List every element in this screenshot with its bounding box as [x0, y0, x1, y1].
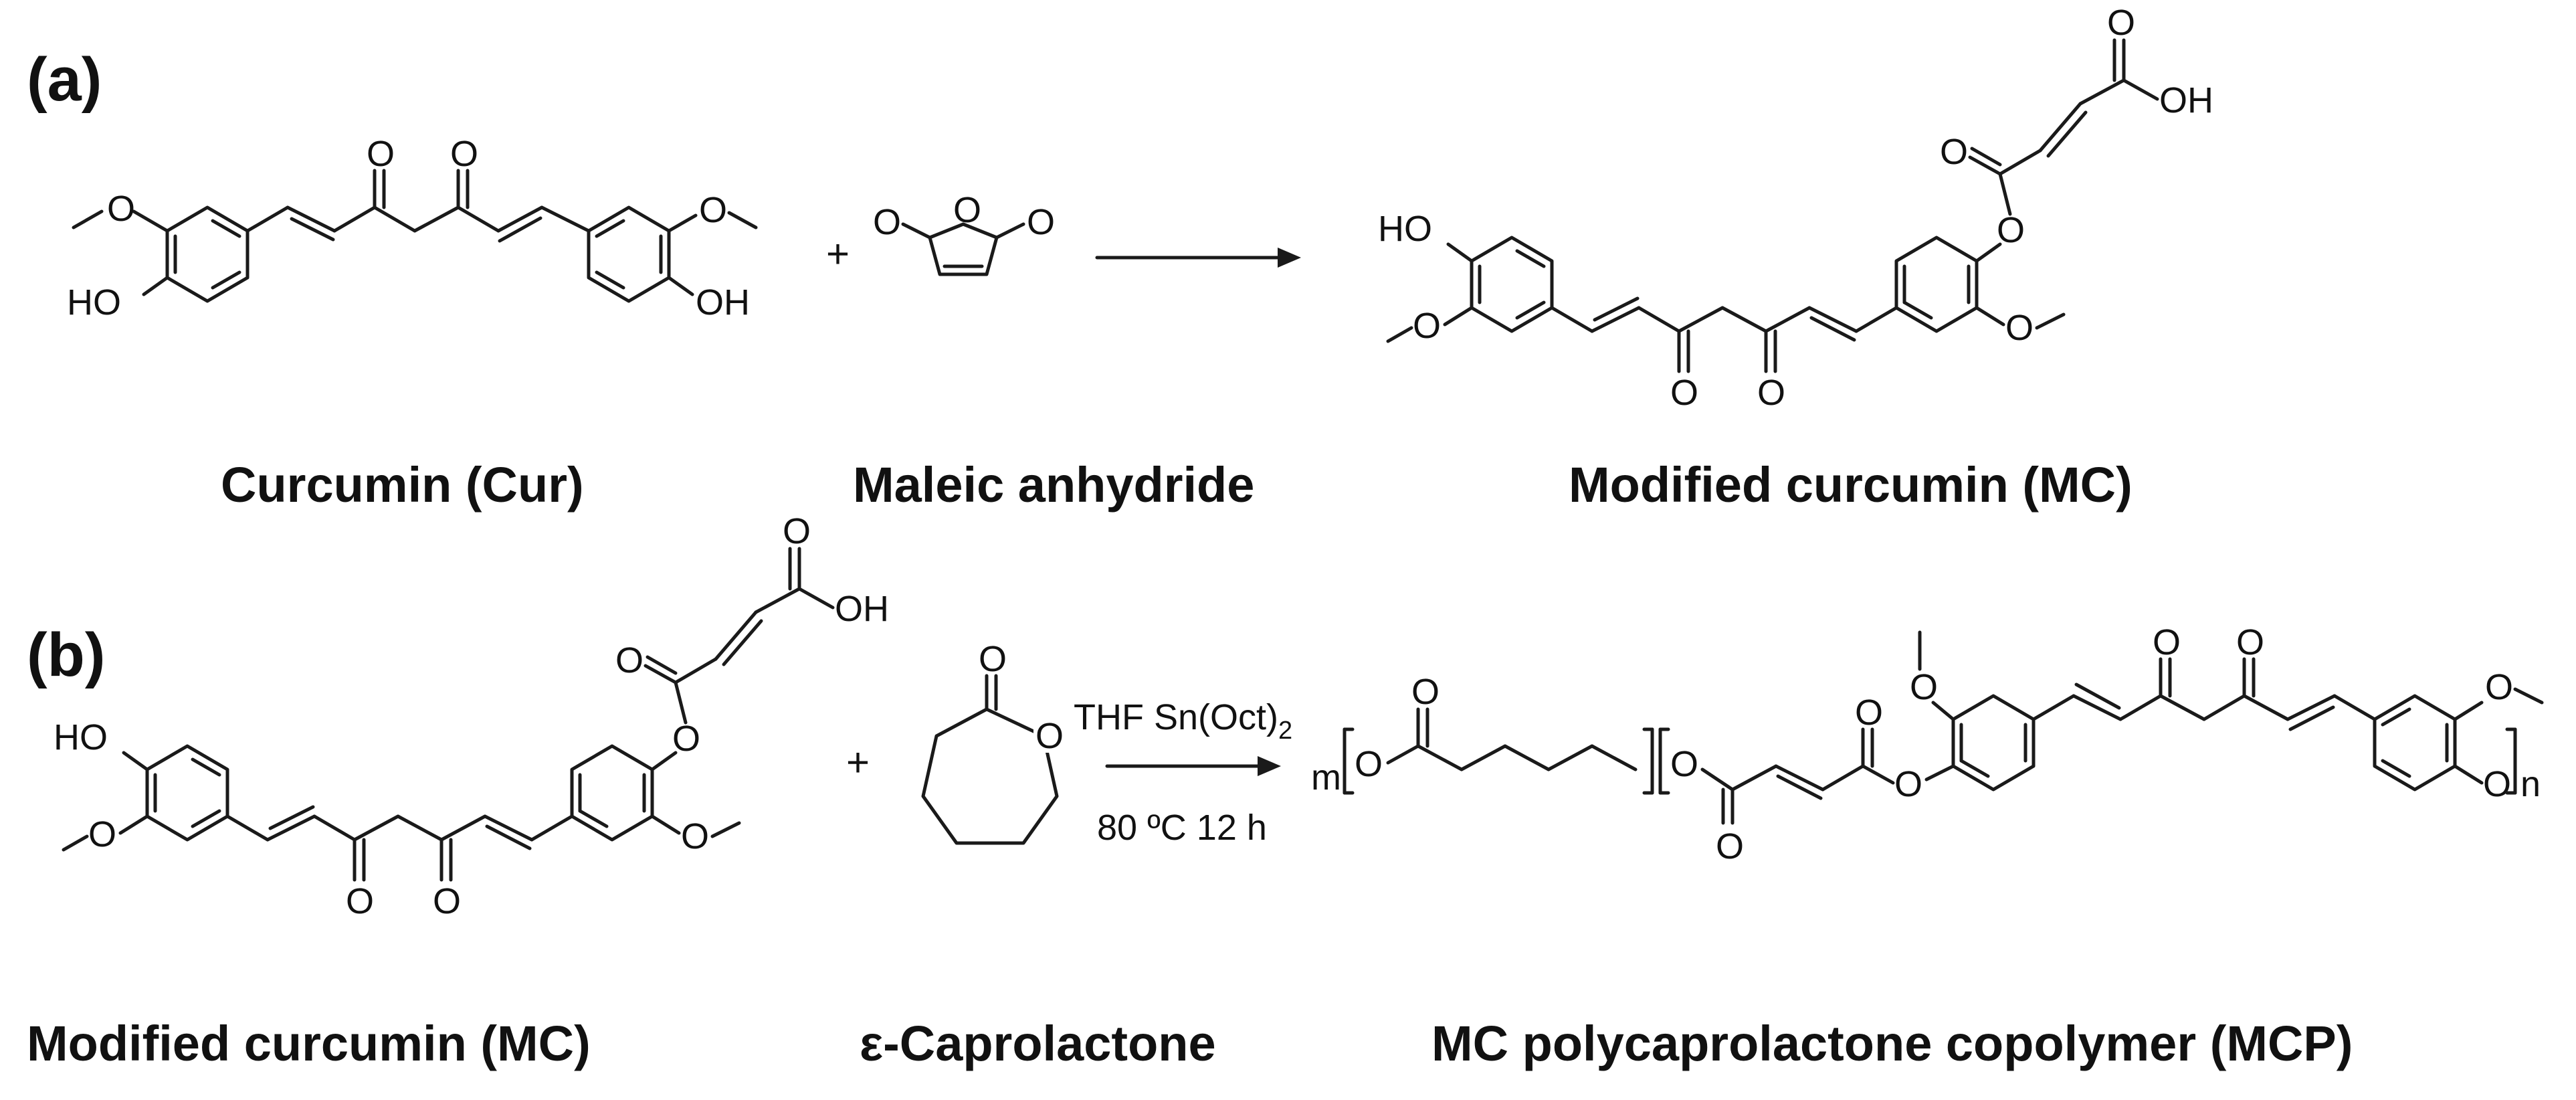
atom-oh: OH [2159, 80, 2213, 120]
copolymer-structure: m O O O O O O [1311, 622, 2544, 866]
atom-o: O [699, 190, 727, 230]
modified-curcumin-structure-b: HO O O O O O O O OH [54, 511, 889, 921]
label-curcumin: Curcumin (Cur) [221, 457, 584, 513]
atom-o: O [2236, 622, 2264, 662]
curcumin-structure: O HO O O O OH [67, 134, 758, 323]
atom-o: O [1027, 202, 1055, 242]
atom-o: O [433, 881, 461, 921]
atom-o: O [1355, 744, 1383, 784]
label-caprolactone: ε-Caprolactone [860, 1016, 1216, 1071]
atom-o: O [1997, 210, 2025, 250]
atom-ho: HO [54, 717, 108, 757]
plus-sign: + [846, 740, 870, 785]
atom-o: O [615, 640, 643, 680]
atom-o: O [2005, 308, 2034, 348]
condition-temp-time: 80 ºC 12 h [1097, 808, 1267, 848]
plus-sign: + [826, 232, 850, 276]
atom-o: O [953, 190, 981, 230]
atom-o: O [1894, 764, 1922, 804]
panel-label-a: (a) [27, 45, 102, 114]
atom-o: O [1757, 373, 1785, 413]
atom-o: O [1910, 667, 1938, 707]
atom-ho: HO [67, 282, 121, 323]
label-maleic-anhydride: Maleic anhydride [853, 457, 1254, 513]
atom-o: O [2483, 764, 2511, 804]
atom-o: O [367, 134, 395, 174]
condition-subscript: 2 [1278, 717, 1292, 745]
atom-o: O [1716, 826, 1744, 866]
atom-o: O [88, 814, 116, 854]
reaction-conditions: THF Sn(Oct)2 80 ºC 12 h [1074, 697, 1292, 848]
modified-curcumin-structure-a: HO O O O O O O O OH [1378, 3, 2213, 413]
repeat-index-m: m [1311, 757, 1341, 798]
atom-o: O [2485, 667, 2513, 707]
svg-text:THF Sn(Oct)2: THF Sn(Oct)2 [1074, 697, 1292, 745]
reaction-arrow-a [1095, 248, 1301, 268]
atom-o: O [1035, 716, 1064, 756]
atom-o: O [450, 134, 478, 174]
label-modified-curcumin-a: Modified curcumin (MC) [1569, 457, 2133, 513]
atom-o: O [2153, 622, 2181, 662]
repeat-index-n: n [2520, 764, 2541, 804]
label-copolymer: MC polycaprolactone copolymer (MCP) [1431, 1016, 2353, 1071]
atom-o: O [107, 189, 135, 229]
atom-oh: OH [696, 282, 750, 323]
panel-label-b: (b) [27, 621, 105, 689]
atom-o: O [873, 202, 901, 242]
reaction-arrow-b [1105, 756, 1281, 776]
atom-oh: OH [835, 589, 889, 629]
atom-o: O [1411, 672, 1440, 712]
atom-o: O [1940, 132, 1968, 172]
atom-ho: HO [1378, 209, 1432, 249]
atom-o: O [783, 511, 811, 551]
caprolactone-structure: O O [921, 639, 1064, 845]
atom-o: O [346, 881, 374, 921]
atom-o: O [672, 719, 700, 759]
atom-o: O [1413, 306, 1441, 346]
atom-o: O [681, 816, 709, 856]
condition-solvent-catalyst: THF Sn(Oct) [1074, 697, 1278, 737]
label-modified-curcumin-b: Modified curcumin (MC) [27, 1016, 591, 1071]
atom-o: O [979, 639, 1007, 679]
atom-o: O [2107, 3, 2135, 43]
atom-o: O [1670, 744, 1698, 784]
atom-o: O [1855, 693, 1883, 733]
maleic-anhydride-structure: O O O [873, 190, 1055, 276]
atom-o: O [1670, 373, 1698, 413]
